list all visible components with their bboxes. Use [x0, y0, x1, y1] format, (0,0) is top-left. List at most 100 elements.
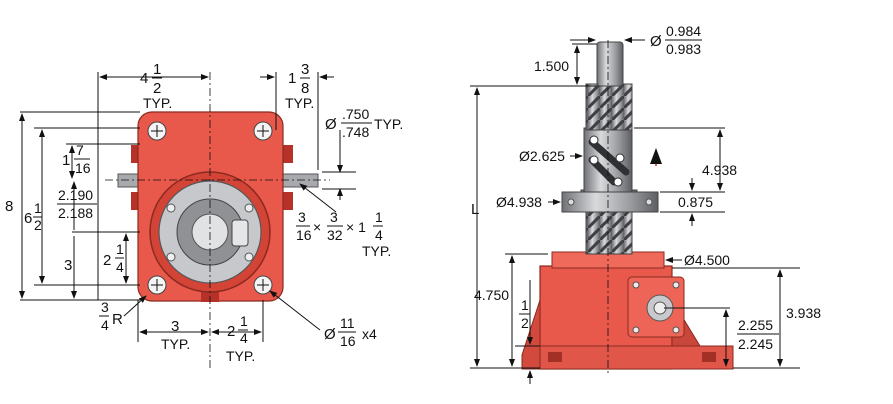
- dim-bolt-right: 2 1 4 TYP.: [226, 313, 255, 364]
- lead-screw-upper: [585, 83, 633, 131]
- dim-bolt-left: 3 TYP.: [161, 318, 190, 352]
- svg-text:× 1: × 1: [346, 219, 366, 235]
- dimension-lines: [19, 72, 356, 342]
- dim-length: L: [471, 201, 479, 218]
- svg-text:0.983: 0.983: [666, 41, 701, 57]
- nut-slots: [588, 135, 630, 187]
- dim-lower: 3: [64, 257, 72, 274]
- svg-text:Ø: Ø: [325, 116, 337, 133]
- svg-text:R: R: [112, 311, 123, 328]
- cap-screw: [244, 252, 254, 262]
- dim-flange-diameter: Ø4.938: [496, 194, 542, 210]
- dim-half-inch: 1 2: [519, 297, 530, 331]
- svg-text:4: 4: [140, 70, 148, 87]
- svg-text:3: 3: [298, 209, 306, 225]
- flange-plate: [561, 191, 659, 213]
- screw-journal: [596, 41, 624, 87]
- svg-text:1: 1: [62, 152, 70, 169]
- mount-hole: [253, 121, 273, 141]
- svg-text:7: 7: [76, 142, 84, 158]
- cap-screw: [244, 203, 254, 213]
- svg-text:3: 3: [330, 209, 338, 225]
- base-slot: [548, 352, 562, 362]
- svg-text:1: 1: [153, 61, 161, 78]
- left-boss-top: [131, 145, 141, 163]
- svg-text:3: 3: [301, 61, 309, 78]
- dim-top-plate-diameter: Ø4.500: [684, 252, 730, 268]
- dim-nut-height: 4.938: [702, 162, 737, 178]
- svg-text:11: 11: [340, 315, 355, 331]
- cap-screw: [166, 203, 176, 213]
- svg-text:Ø: Ø: [650, 33, 662, 50]
- svg-text:x4: x4: [362, 326, 377, 342]
- dim-shaft-diameter: Ø .750 .748 TYP.: [325, 106, 403, 140]
- svg-text:1: 1: [34, 200, 42, 216]
- svg-text:2.255: 2.255: [738, 317, 773, 333]
- svg-text:2.190: 2.190: [58, 187, 93, 203]
- dim-screw-top: 1.500: [534, 58, 569, 74]
- mount-hole: [253, 275, 273, 295]
- left-boss-bottom: [131, 192, 141, 210]
- svg-text:.748: .748: [342, 124, 369, 140]
- svg-text:32: 32: [327, 227, 343, 243]
- svg-text:2: 2: [34, 217, 42, 233]
- svg-text:1: 1: [375, 209, 383, 225]
- dim-center-height: 2.190 2.188: [57, 187, 97, 221]
- dim-keyway: 3 16 × 3 32 × 1 1 4 TYP.: [296, 209, 391, 259]
- dim-nut-diameter: Ø2.625: [519, 148, 565, 164]
- svg-text:16: 16: [75, 160, 91, 176]
- dim-screw-diameter: Ø 0.984 0.983: [650, 23, 702, 57]
- svg-text:TYP.: TYP.: [226, 348, 255, 364]
- svg-text:1: 1: [288, 70, 296, 87]
- svg-text:3: 3: [101, 299, 109, 315]
- dim-lower-half: 2 1 4: [103, 241, 124, 275]
- side-view: Ø 0.984 0.983 1.500 Ø2.625 4.938 Ø4.938 …: [470, 23, 821, 384]
- svg-text:TYP.: TYP.: [143, 95, 172, 111]
- cap-screw: [166, 252, 176, 262]
- right-shaft: [281, 173, 319, 188]
- mount-hole: [147, 121, 167, 141]
- svg-text:4: 4: [101, 317, 109, 333]
- svg-text:1: 1: [240, 313, 248, 329]
- svg-text:16: 16: [340, 333, 356, 349]
- base-plate: [539, 345, 734, 370]
- svg-text:4: 4: [240, 330, 248, 346]
- svg-text:2: 2: [153, 80, 161, 97]
- svg-text:16: 16: [296, 227, 312, 243]
- svg-text:1: 1: [116, 241, 124, 257]
- svg-text:4: 4: [375, 227, 383, 243]
- svg-text:1: 1: [521, 297, 529, 313]
- svg-text:0.984: 0.984: [666, 23, 701, 39]
- svg-text:2.188: 2.188: [58, 205, 93, 221]
- dim-flange-thickness: 0.875: [678, 194, 713, 210]
- dim-hole-diameter: Ø 11 16 x4: [324, 315, 377, 349]
- svg-text:×: ×: [313, 219, 321, 235]
- dim-shaft-extension: 1 3 8 TYP.: [285, 61, 314, 111]
- svg-text:8: 8: [301, 80, 309, 97]
- svg-text:2: 2: [103, 252, 111, 269]
- dim-shaft-center: 2.255 2.245: [737, 317, 779, 352]
- right-boss-top: [283, 145, 293, 163]
- svg-text:.750: .750: [342, 106, 369, 122]
- svg-text:6: 6: [24, 210, 32, 227]
- dim-unit-height: 3.938: [786, 305, 821, 321]
- key-slot: [231, 219, 249, 247]
- svg-text:2: 2: [521, 315, 529, 331]
- svg-text:2.245: 2.245: [738, 336, 773, 352]
- dim-width-half: 4 1 2 TYP.: [140, 61, 172, 111]
- svg-text:4: 4: [116, 259, 124, 275]
- svg-text:TYP.: TYP.: [285, 95, 314, 111]
- dim-height-body: 6 1 2: [24, 200, 42, 233]
- svg-text:TYP.: TYP.: [161, 336, 190, 352]
- base-slot: [702, 352, 716, 362]
- dim-corner-radius: 3 4 R: [99, 299, 123, 333]
- dim-base-height: 4.750: [474, 287, 509, 303]
- mount-hole: [147, 275, 167, 295]
- svg-text:TYP.: TYP.: [374, 116, 403, 132]
- svg-text:Ø: Ø: [324, 326, 336, 343]
- dim-shaft-offset: 1 7 16: [62, 142, 91, 176]
- front-view: 4 1 2 TYP. 1 3 8 TYP. Ø .750 .748 TYP. 8…: [5, 61, 403, 370]
- svg-text:3: 3: [171, 318, 179, 335]
